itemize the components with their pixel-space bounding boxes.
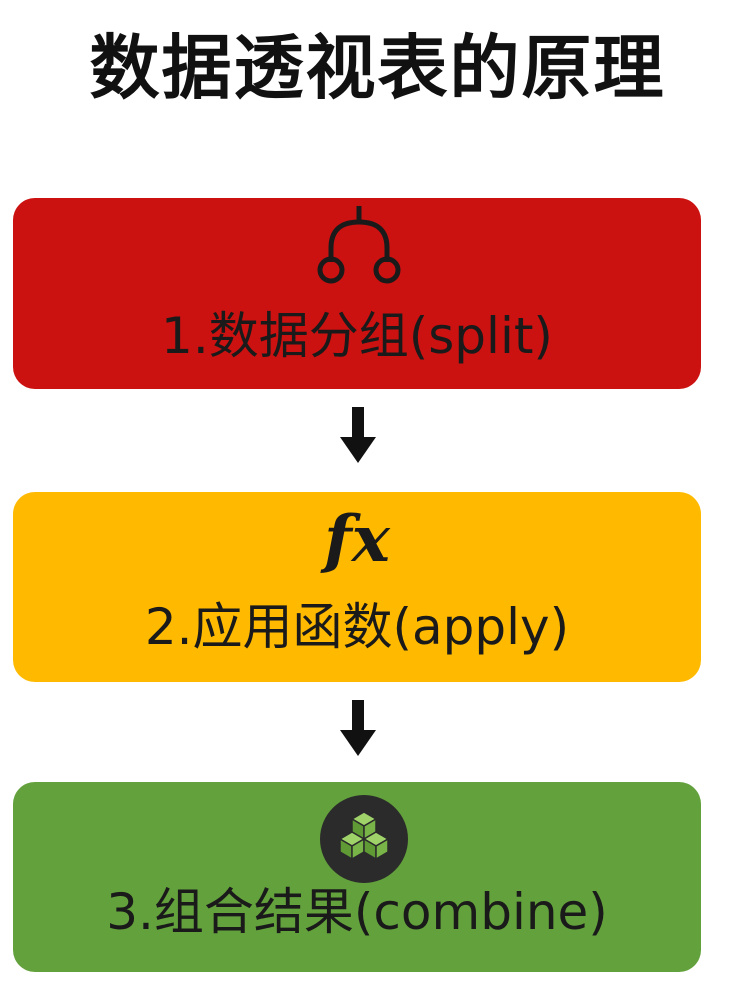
step-combine-label: 3.组合结果(combine) (106, 883, 608, 941)
step-split-label: 1.数据分组(split) (161, 307, 553, 365)
fx-icon: fx (324, 502, 390, 577)
step-split-box: 1.数据分组(split) (13, 198, 701, 389)
step-combine-box: 3.组合结果(combine) (13, 782, 701, 972)
arrow-down-icon (340, 407, 376, 463)
arrow-down-icon (340, 700, 376, 756)
page-title: 数据透视表的原理 (89, 27, 666, 109)
split-icon (317, 206, 401, 284)
step-apply-box: fx 2.应用函数(apply) (13, 492, 701, 682)
step-apply-label: 2.应用函数(apply) (144, 598, 570, 656)
cubes-icon (320, 795, 408, 883)
